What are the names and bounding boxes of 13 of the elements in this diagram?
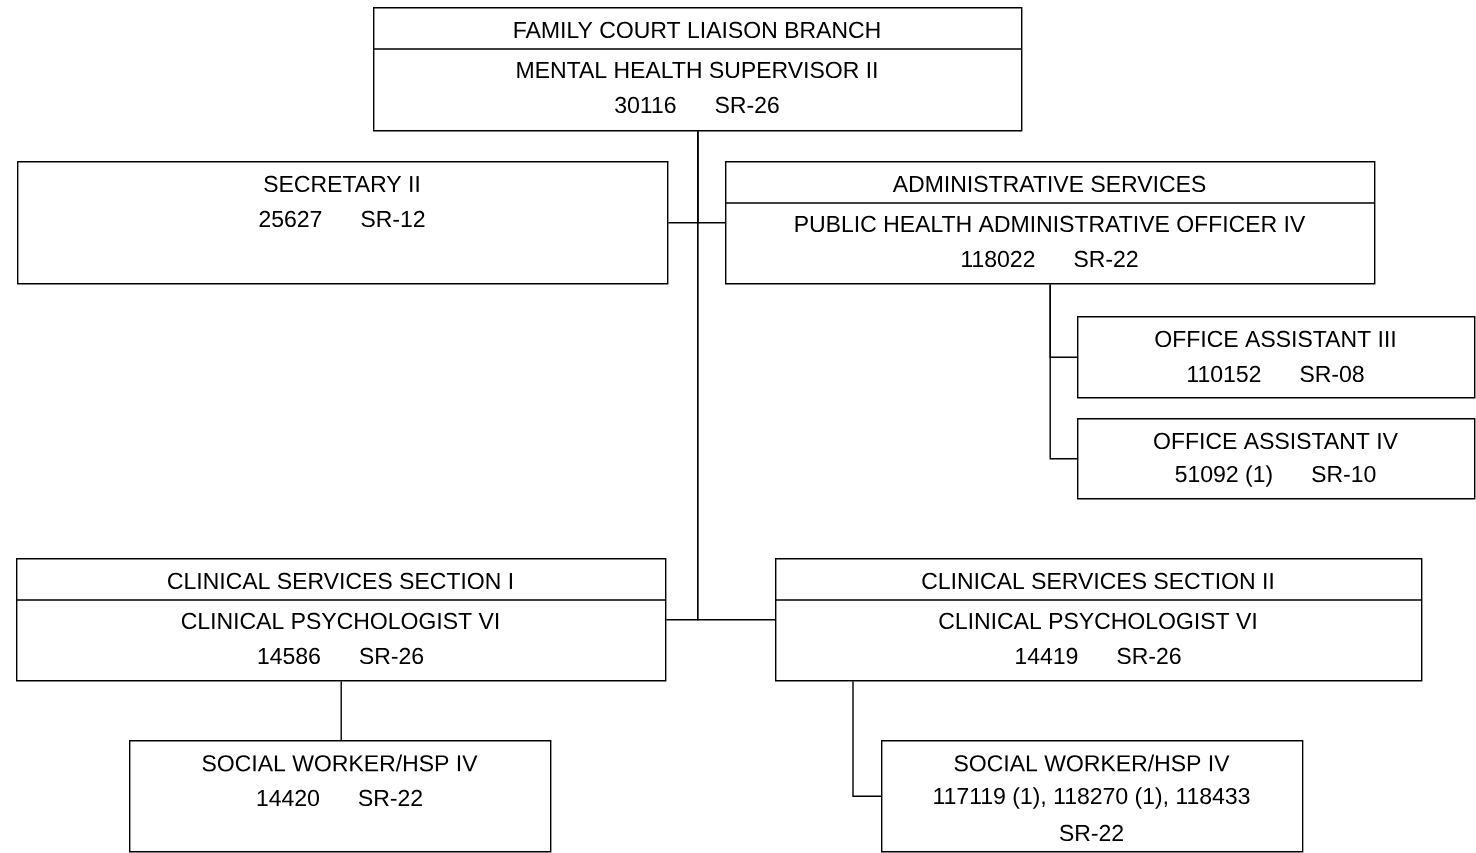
connector-line	[697, 130, 776, 621]
connector-line	[340, 680, 342, 741]
position-box: SOCIAL WORKER/HSP IV 117119 (1), 118270 (1), 118433 SR-22	[881, 740, 1304, 853]
position-box: CLINICAL SERVICES SECTION I CLINICAL PSYCHOLOGIST VI 14586 SR-26	[15, 557, 667, 682]
position-box: CLINICAL SERVICES SECTION II CLINICAL PSYCHOLOGIST VI 14419 SR-26	[774, 557, 1423, 682]
position-box: SECRETARY II 25627 SR-12	[17, 161, 669, 285]
position-box: FAMILY COURT LIAISON BRANCH MENTAL HEALTH SUPERVISOR II 30116 SR-26	[372, 6, 1023, 132]
connector-line	[852, 680, 882, 797]
connector-line	[1049, 283, 1078, 460]
position-box: SOCIAL WORKER/HSP IV 14420 SR-22	[129, 740, 552, 853]
position-box: OFFICE ASSISTANT IV 51092 (1) SR-10	[1077, 418, 1476, 500]
position-box: ADMINISTRATIVE SERVICES PUBLIC HEALTH ADMINISTRATIVE OFFICER IV 118022 SR-22	[724, 161, 1376, 285]
position-box: OFFICE ASSISTANT III 110152 SR-08	[1077, 316, 1476, 399]
